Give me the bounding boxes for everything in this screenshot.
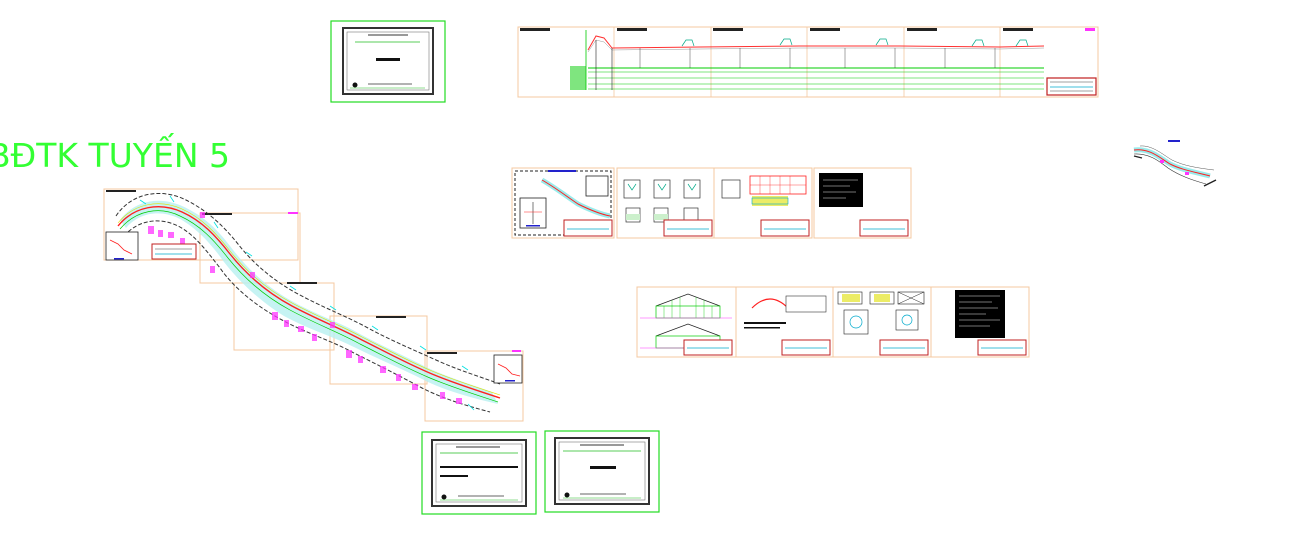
cover-sheet-top[interactable]: [330, 20, 446, 103]
detail-sheets-row-1[interactable]: [511, 167, 912, 239]
detail-sheets-row-2[interactable]: [636, 286, 1030, 358]
longitudinal-profile-sheet[interactable]: [517, 26, 1099, 98]
route-overview-mini[interactable]: [1133, 140, 1217, 187]
plan-route-sheets[interactable]: [103, 188, 524, 422]
cover-sheet-bottom-right[interactable]: [544, 430, 660, 513]
drawing-title[interactable]: BĐTK TUYẾN 5: [0, 136, 230, 175]
cover-sheet-bottom-left[interactable]: [421, 431, 537, 515]
